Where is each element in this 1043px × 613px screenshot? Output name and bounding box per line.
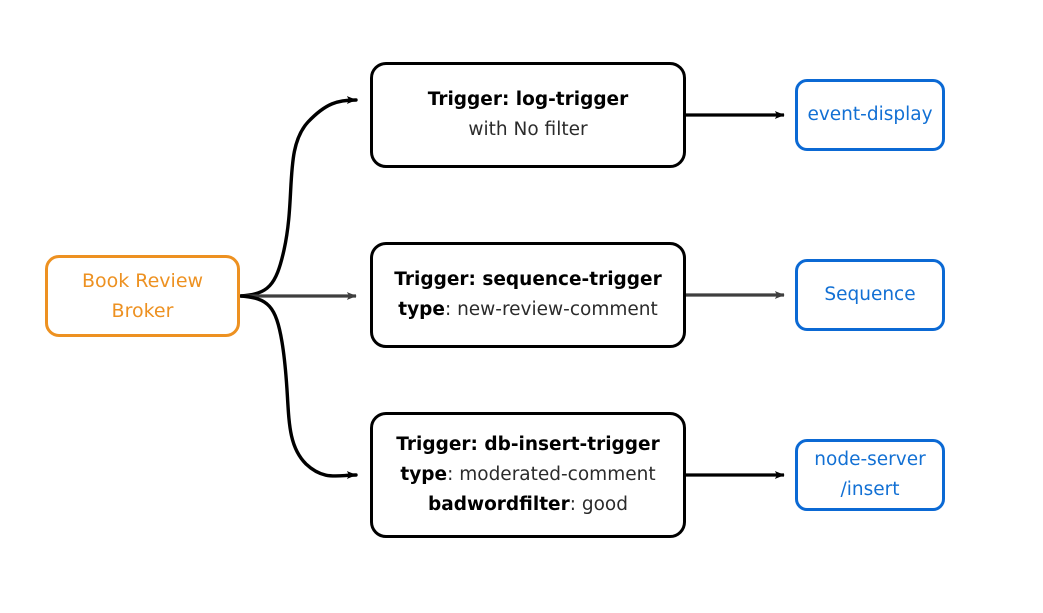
- node-target-sequence[interactable]: Sequence: [795, 259, 945, 331]
- edge-broker-to-log-trigger: [239, 96, 358, 298]
- node-trigger-log-trigger[interactable]: Trigger: log-trigger with No filter: [370, 62, 686, 168]
- trigger-db-line3-bold: badwordfilter: [428, 494, 570, 515]
- trigger-db-line2: type: moderated-comment: [400, 460, 655, 490]
- trigger-db-line3: badwordfilter: good: [428, 490, 628, 520]
- node-trigger-sequence-trigger[interactable]: Trigger: sequence-trigger type: new-revi…: [370, 242, 686, 348]
- trigger-log-line2: with No filter: [468, 115, 587, 145]
- trigger-db-line2-bold: type: [400, 464, 448, 485]
- trigger-log-line1-bold: Trigger: log-trigger: [427, 89, 629, 110]
- trigger-sequence-line2: type: new-review-comment: [398, 295, 657, 325]
- trigger-db-line1: Trigger: db-insert-trigger: [396, 430, 659, 460]
- broker-label-line1: Book Review: [81, 270, 204, 292]
- trigger-db-line3-plain: : good: [569, 494, 628, 515]
- target-sequence-label: Sequence: [824, 284, 916, 305]
- edge-broker-to-db-insert-trigger: [239, 294, 358, 480]
- broker-label-line2: Broker: [111, 300, 174, 322]
- trigger-sequence-line2-bold: type: [398, 299, 445, 320]
- trigger-sequence-line1: Trigger: sequence-trigger: [394, 265, 661, 295]
- target-node-server-line1: node-server: [814, 449, 926, 470]
- node-target-node-server-insert[interactable]: node-server /insert: [795, 439, 945, 511]
- trigger-db-line2-plain: : moderated-comment: [447, 464, 656, 485]
- node-book-review-broker[interactable]: Book Review Broker: [45, 255, 240, 337]
- target-event-display-label: event-display: [807, 104, 933, 125]
- target-node-server-line2: /insert: [840, 479, 900, 500]
- trigger-log-line1: Trigger: log-trigger: [428, 85, 628, 115]
- node-target-event-display[interactable]: event-display: [795, 79, 945, 151]
- trigger-db-line1-bold: Trigger: db-insert-trigger: [396, 434, 660, 455]
- trigger-sequence-line2-plain: : new-review-comment: [444, 299, 658, 320]
- trigger-log-line2-plain: with No filter: [468, 119, 588, 140]
- node-trigger-db-insert-trigger[interactable]: Trigger: db-insert-trigger type: moderat…: [370, 412, 686, 538]
- trigger-sequence-line1-bold: Trigger: sequence-trigger: [394, 269, 662, 290]
